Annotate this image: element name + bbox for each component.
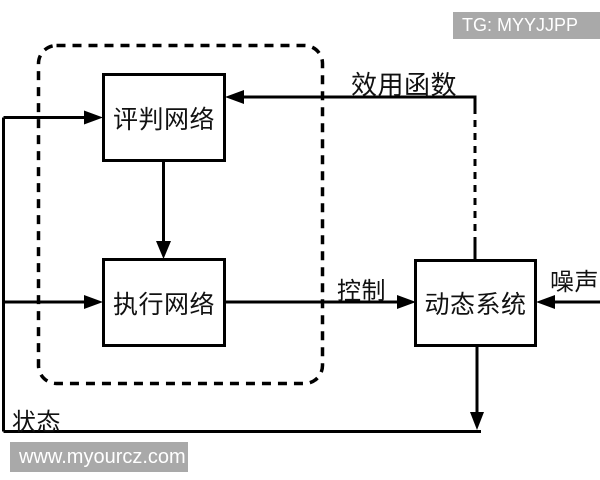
arrowhead-state-down <box>470 412 484 430</box>
state-label: 状态 <box>12 410 61 436</box>
edge-state-rail <box>2 117 481 433</box>
arrowhead-into-actor-left <box>84 295 103 309</box>
critic-network-box <box>102 73 226 162</box>
actor-network-box <box>102 258 226 347</box>
utility-function-label: 效用函数 <box>351 71 458 100</box>
arrowhead-into-plant-left <box>397 295 416 309</box>
watermark: www.myourcz.com <box>10 442 188 472</box>
arrowhead-into-actor-top <box>156 241 171 259</box>
arrowhead-into-plant-right <box>536 295 555 309</box>
dynamic-system-box <box>414 259 537 347</box>
arrowhead-into-critic-left <box>84 110 103 125</box>
control-label: 控制 <box>337 279 386 305</box>
tg-badge: TG: MYYJJPP <box>453 12 600 39</box>
noise-label: 噪声 <box>550 270 599 296</box>
arrowhead-into-critic-right <box>225 90 244 104</box>
